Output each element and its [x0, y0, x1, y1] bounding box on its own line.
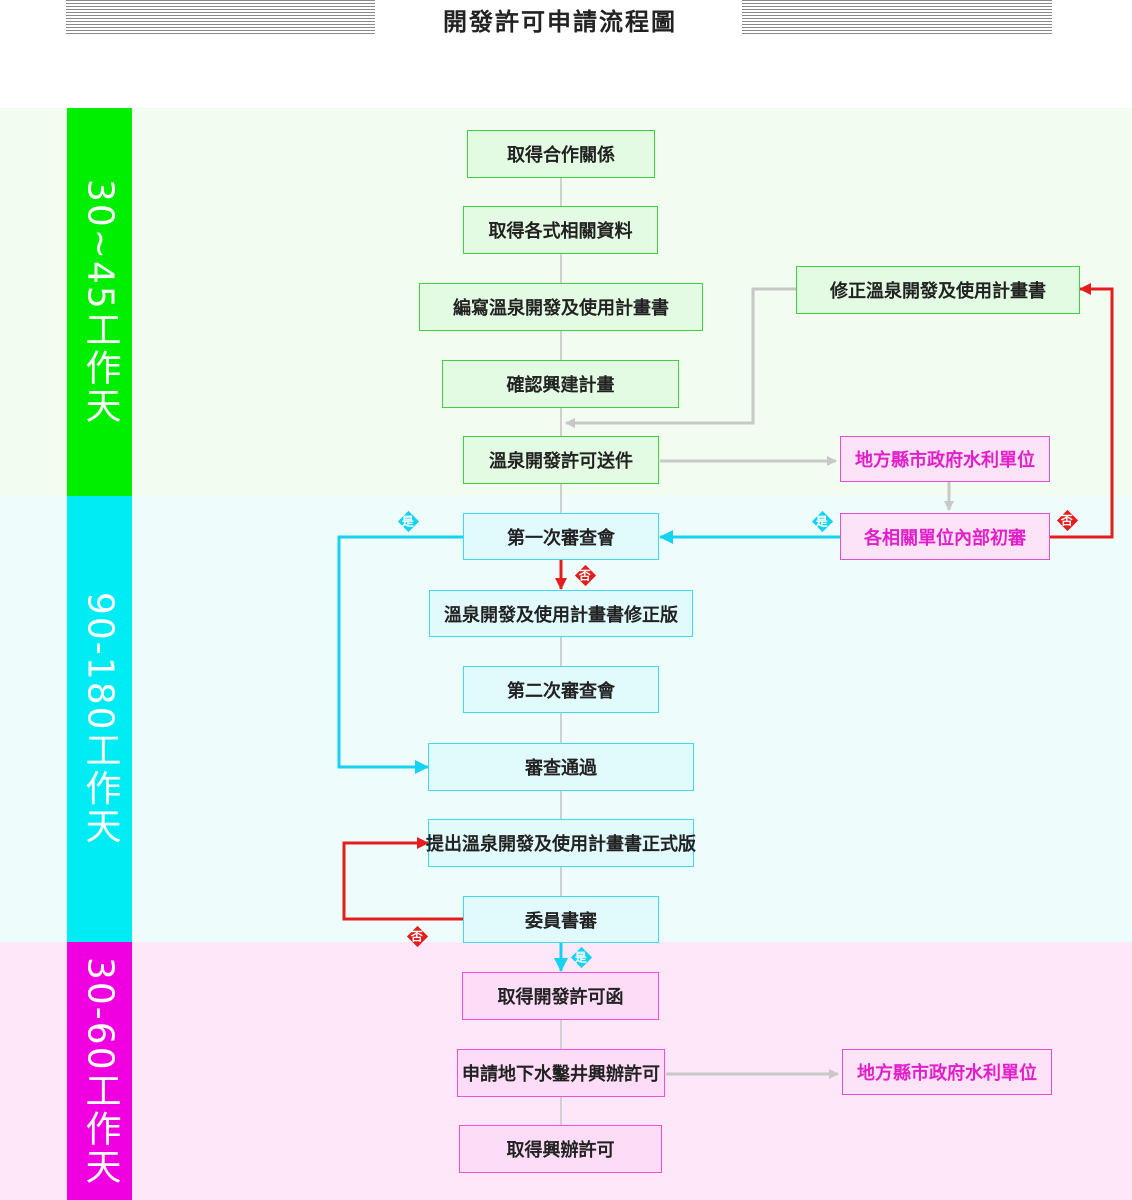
node-review-passed: 審查通過 [428, 743, 694, 791]
phase-band-2 [0, 496, 1132, 942]
node-obtain-partnership: 取得合作關係 [467, 130, 655, 178]
phase-label-1-text: 30~45工作天 [79, 179, 121, 425]
node-write-plan: 編寫溫泉開發及使用計畫書 [419, 283, 703, 331]
revise-return-arrow [565, 287, 797, 428]
first-meeting-yes-arrow [337, 535, 463, 774]
node-local-gov-water-2: 地方縣市政府水利單位 [842, 1049, 1052, 1095]
title-decoration-left [66, 0, 375, 34]
phase-label-2-text: 90-180工作天 [79, 592, 121, 846]
node-obtain-data: 取得各式相關資料 [463, 206, 658, 254]
review-no-arrow [1050, 283, 1114, 539]
badge-yes-review-text: 是 [816, 514, 829, 529]
badge-no-first-meeting-text: 否 [579, 568, 592, 583]
node-submit-formal-version: 提出溫泉開發及使用計畫書正式版 [426, 819, 696, 867]
node-submit-permit: 溫泉開發許可送件 [463, 436, 659, 484]
node-obtain-permit-letter: 取得開發許可函 [462, 972, 659, 1020]
title-decoration-right [742, 0, 1052, 34]
phase-label-1: 30~45工作天 [67, 108, 132, 496]
badge-yes-first-meeting-text: 是 [402, 514, 415, 529]
node-second-review-meeting: 第二次審查會 [463, 666, 659, 713]
node-first-review-meeting: 第一次審查會 [463, 513, 659, 560]
badge-no-committee-text: 否 [411, 929, 424, 944]
phase-label-2: 90-180工作天 [67, 496, 132, 942]
node-committee-review: 委員書審 [463, 896, 659, 943]
phase-label-3-text: 30-60工作天 [79, 956, 121, 1186]
node-confirm-build-plan: 確認興建計畫 [442, 360, 679, 408]
node-apply-well-permit: 申請地下水鑿井興辦許可 [457, 1049, 665, 1097]
badge-yes-committee-text: 是 [575, 950, 588, 965]
page-title: 開發許可申請流程圖 [443, 8, 677, 36]
phase-label-3: 30-60工作天 [67, 942, 132, 1200]
node-revise-plan: 修正溫泉開發及使用計畫書 [796, 266, 1080, 314]
node-obtain-operating-permit: 取得興辦許可 [459, 1125, 662, 1173]
node-local-gov-water-1: 地方縣市政府水利單位 [840, 436, 1050, 482]
committee-no-arrow [342, 837, 463, 921]
node-plan-revised-version: 溫泉開發及使用計畫書修正版 [429, 590, 693, 637]
node-preliminary-review: 各相關單位內部初審 [840, 513, 1050, 560]
badge-no-review-text: 否 [1061, 513, 1074, 528]
